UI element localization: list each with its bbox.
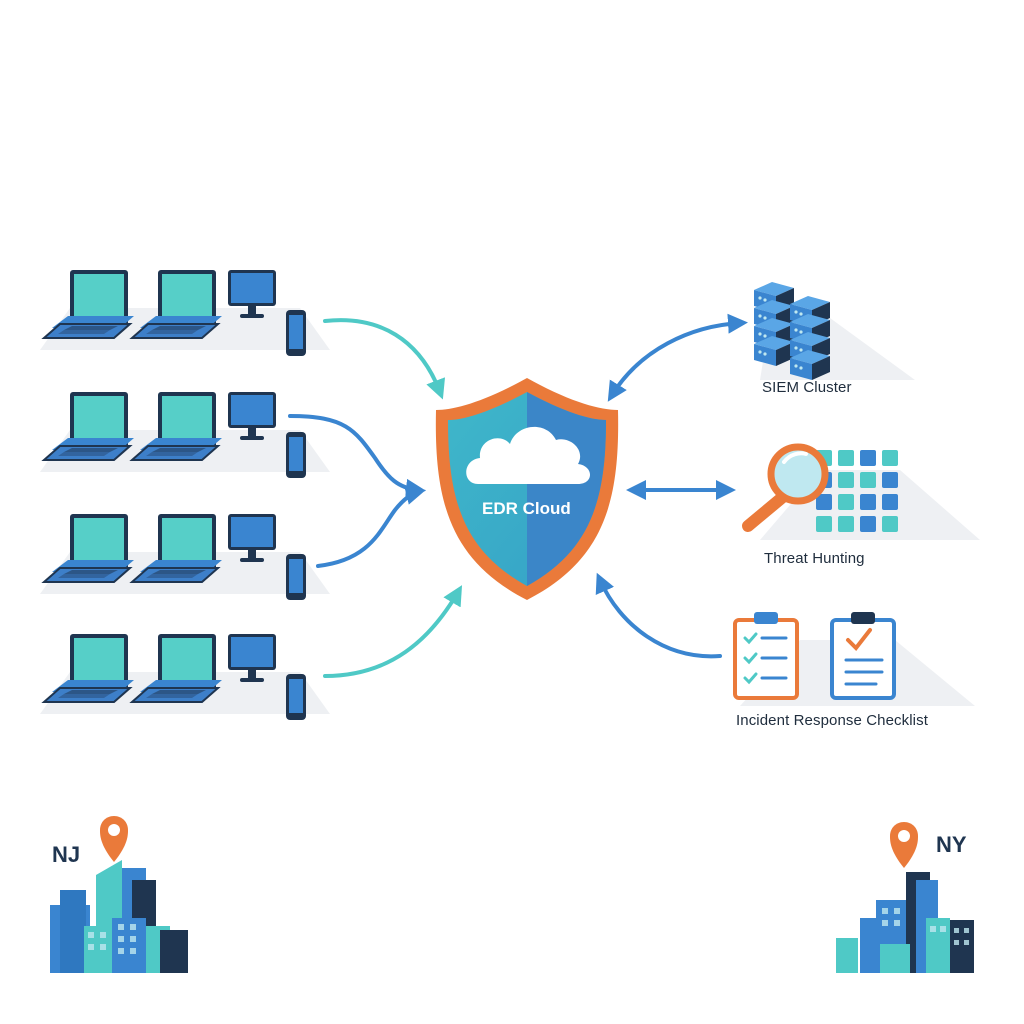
- siem-cluster-label: SIEM Cluster: [762, 379, 852, 396]
- cloud-icon: [466, 426, 590, 484]
- map-pin-icon: [100, 816, 128, 862]
- ny-label: NY: [936, 832, 967, 857]
- arrow-siem: [607, 313, 748, 402]
- nj-label: NJ: [52, 842, 81, 867]
- right-arrows: [595, 313, 748, 659]
- phone-icon: [286, 674, 306, 720]
- map-pin-icon: [890, 822, 918, 868]
- server-stack-icon: [754, 282, 915, 380]
- phone-icon: [286, 554, 306, 600]
- clipboard-checklist-icon: [733, 612, 975, 706]
- city-nj: [50, 816, 188, 973]
- endpoint-row: [40, 269, 330, 356]
- arrow-incident: [595, 572, 722, 659]
- city-ny: [836, 822, 974, 973]
- edr-cloud-label: EDR Cloud: [482, 499, 571, 518]
- arrow-row-3: [316, 485, 426, 568]
- endpoint-row: [40, 391, 330, 478]
- phone-icon: [286, 432, 306, 478]
- endpoint-group: [40, 269, 330, 720]
- endpoint-row: [40, 513, 330, 600]
- arrow-row-4: [323, 585, 463, 678]
- incident-response-label: Incident Response Checklist: [736, 712, 928, 729]
- phone-icon: [286, 310, 306, 356]
- threat-hunting-label: Threat Hunting: [764, 550, 865, 567]
- arrow-row-2: [288, 414, 426, 499]
- arrow-row-1: [323, 318, 446, 400]
- magnifier-grid-icon: [742, 443, 980, 540]
- edr-shield: [435, 378, 619, 600]
- left-arrows: [288, 318, 463, 678]
- endpoint-row: [40, 633, 330, 720]
